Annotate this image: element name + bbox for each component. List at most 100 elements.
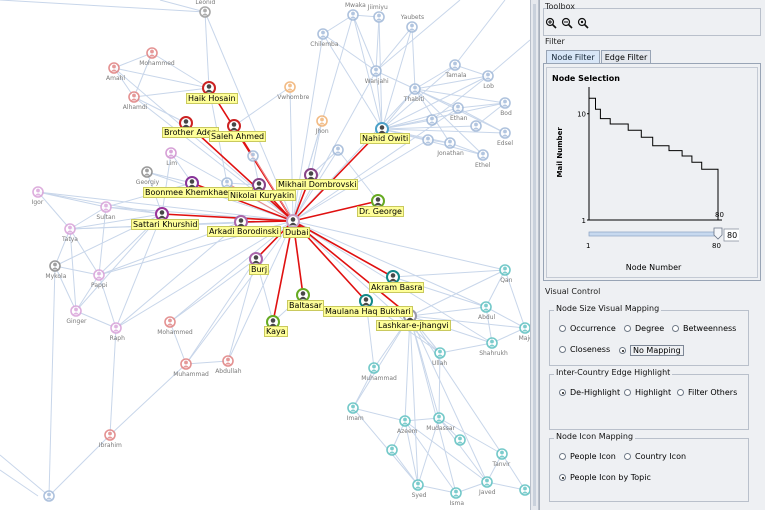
slider-track[interactable]	[588, 231, 719, 237]
graph-edge	[227, 220, 294, 362]
node-label-leonid: Leonid	[195, 0, 216, 6]
edge-highlight-option-highlight[interactable]: Highlight	[624, 388, 671, 397]
slider-value-box[interactable]	[723, 228, 739, 242]
edge-highlight-option-de-highlight[interactable]: De-Highlight	[559, 388, 620, 397]
person-icon	[429, 121, 435, 124]
person-icon	[104, 203, 108, 208]
slider-thumb[interactable]	[713, 227, 723, 240]
person-icon	[485, 77, 491, 80]
radio-button[interactable]	[624, 453, 631, 460]
node-selection-box	[546, 67, 758, 278]
graph-edge	[54, 265, 77, 312]
person-icon	[168, 318, 172, 323]
node-size-option-degree[interactable]: Degree	[624, 324, 664, 333]
edge-highlight-group	[549, 374, 749, 430]
person-icon	[112, 64, 116, 69]
graph-edge	[352, 407, 419, 486]
person-icon	[436, 419, 442, 422]
radio-button[interactable]	[619, 347, 626, 354]
graph-edge	[352, 367, 375, 409]
person-icon	[376, 18, 382, 21]
node-label-kaya[interactable]: Kaya	[264, 326, 288, 337]
node-size-option-betweenness[interactable]: Betweenness	[672, 324, 736, 333]
node-size-option-closeness[interactable]: Closeness	[559, 345, 610, 354]
person-icon	[448, 139, 452, 144]
inter-country-edge	[240, 220, 294, 223]
graph-edge	[475, 102, 506, 127]
person-icon	[351, 11, 355, 16]
graph-edge	[337, 149, 379, 202]
radio-button[interactable]	[672, 325, 679, 332]
node-size-option-occurrence[interactable]: Occurrence	[559, 324, 616, 333]
node-label-akram[interactable]: Akram Basra	[369, 282, 425, 293]
icon-mapping-option-country-icon[interactable]: Country Icon	[624, 452, 686, 461]
graph-edge	[69, 206, 107, 230]
graph-edge	[409, 306, 487, 317]
node-label-dubai[interactable]: Dubai	[283, 227, 311, 238]
person-icon	[453, 494, 459, 497]
graph-edge	[169, 220, 294, 323]
icon-mapping-option-people-icon[interactable]: People Icon	[559, 452, 616, 461]
graph-edge	[69, 228, 100, 276]
person-icon	[377, 13, 381, 18]
radio-button[interactable]	[559, 474, 566, 481]
node-label-burj[interactable]: Burj	[249, 264, 270, 275]
person-icon	[503, 99, 507, 104]
person-icon	[499, 455, 505, 458]
node-label-baltasar[interactable]: Baltasar	[287, 300, 325, 311]
zoom-in-icon[interactable]	[545, 17, 557, 29]
graph-edge	[438, 417, 503, 455]
radio-button[interactable]	[559, 453, 566, 460]
zoom-fit-icon[interactable]	[577, 17, 589, 29]
node-label-drgeorge[interactable]: Dr. George	[357, 206, 404, 217]
node-label-abdul: Abdul	[478, 314, 496, 321]
graph-edge	[115, 221, 242, 329]
person-icon	[457, 441, 463, 444]
person-icon	[159, 210, 165, 215]
x-tick-label: 1	[586, 242, 590, 250]
graph-edge	[454, 0, 506, 66]
node-label-edsel: Edsel	[497, 140, 514, 147]
person-icon	[523, 486, 527, 491]
person-icon	[131, 98, 137, 101]
person-icon	[490, 339, 494, 344]
vertical-scrollbar[interactable]	[533, 4, 536, 506]
radio-button[interactable]	[559, 325, 566, 332]
node-label-lashkar[interactable]: Lashkar-e-jhangvi	[376, 320, 451, 331]
node-label-nahid[interactable]: Nahid Owiti	[360, 133, 411, 144]
icon-mapping-option-people-icon-by-topic[interactable]: People Icon by Topic	[559, 473, 651, 482]
graph-edge	[438, 352, 441, 419]
graph-edge	[310, 120, 323, 176]
node-label-maulana[interactable]: Maulana Haq Bukhari	[323, 306, 413, 317]
radio-button[interactable]	[559, 346, 566, 353]
radio-button[interactable]	[624, 325, 631, 332]
node-label-tanvir: Tanvir	[492, 461, 511, 468]
graph-edge	[48, 434, 111, 497]
node-label-haik[interactable]: Haik Hosain	[186, 93, 238, 104]
tab-edge-filter[interactable]: Edge Filter	[601, 50, 651, 64]
node-size-option-no-mapping[interactable]: No Mapping	[619, 345, 684, 356]
graph-edge	[292, 107, 459, 222]
zoom-out-icon[interactable]	[561, 17, 573, 29]
node-label-mikhail[interactable]: Mikhail Dombrovski	[276, 179, 359, 190]
edge-highlight-option-filter-others[interactable]: Filter Others	[677, 388, 737, 397]
person-icon	[502, 134, 508, 137]
node-label-isma: Isma	[449, 500, 465, 507]
radio-button[interactable]	[559, 389, 566, 396]
person-icon	[132, 93, 136, 98]
node-label-nikolai[interactable]: Nikolai Kuryakin	[228, 190, 297, 201]
node-label-sattari[interactable]: Sattari Khurshid	[131, 219, 200, 230]
node-label-pappi: Pappi	[91, 282, 108, 289]
graph-edge	[375, 16, 380, 72]
tab-node-filter[interactable]: Node Filter	[546, 50, 600, 64]
radio-button[interactable]	[677, 389, 684, 396]
visual-control-title: Visual Control	[545, 287, 601, 296]
radio-button[interactable]	[624, 389, 631, 396]
graph-edge	[491, 327, 526, 344]
person-icon	[425, 141, 431, 144]
graph-edge	[159, 0, 206, 13]
node-label-arkadi[interactable]: Arkadi Borodinski	[207, 226, 281, 237]
node-label-saleh[interactable]: Saleh Ahmed	[209, 131, 267, 142]
